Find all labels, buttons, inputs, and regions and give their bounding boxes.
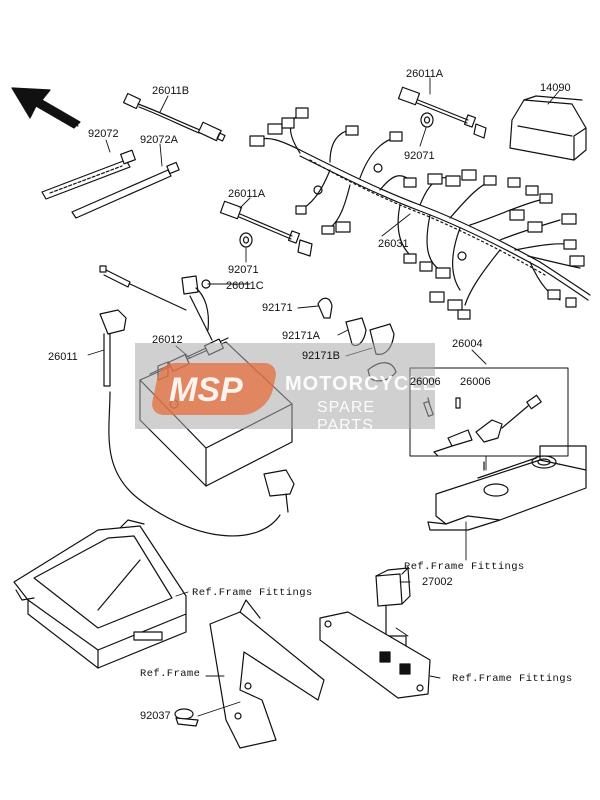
part-label-26011B: 26011B <box>152 85 190 97</box>
ref-label-frame: Ref.Frame <box>140 668 201 680</box>
part-label-26011C: 26011C <box>226 280 264 292</box>
part-label-92071-mid: 92071 <box>228 264 259 276</box>
clamp-92171 <box>317 297 333 319</box>
ref-label-frame-fittings-plate: Ref.Frame Fittings <box>452 673 573 685</box>
ref-label-frame-fittings-bracket: Ref.Frame Fittings <box>404 561 525 573</box>
part-label-26006-b: 26006 <box>460 376 491 388</box>
part-label-14090: 14090 <box>540 82 571 94</box>
part-label-26011: 26011 <box>48 351 78 363</box>
sub-harness-26011A-top <box>397 86 487 139</box>
watermark-banner: MSP MOTORCYCLE SPARE PARTS <box>135 343 437 434</box>
cover-14090 <box>509 95 587 161</box>
bracket-26004 <box>427 445 587 531</box>
leader-lines <box>87 77 561 717</box>
sub-harness-26011A-mid <box>219 200 313 257</box>
clamp-92171A <box>345 317 367 347</box>
relay-mounting-plate <box>319 611 431 699</box>
relay-27002 <box>375 567 411 649</box>
part-label-26011A-top: 26011A <box>406 68 444 80</box>
grommet-92071-mid <box>239 232 253 248</box>
part-label-26004: 26004 <box>452 338 483 350</box>
frame-section <box>209 599 325 749</box>
ref-label-frame-fittings-tray: Ref.Frame Fittings <box>192 587 313 599</box>
sub-harness-26011C <box>181 275 213 341</box>
part-label-26006-a: 26006 <box>410 376 441 388</box>
part-label-92171: 92171 <box>262 302 293 314</box>
battery-tray <box>13 519 187 669</box>
battery-terminal-lead <box>99 265 187 311</box>
part-label-92071-top: 92071 <box>404 150 435 162</box>
part-label-92072: 92072 <box>88 128 119 140</box>
part-label-26011A-mid: 26011A <box>228 188 266 200</box>
part-label-92037: 92037 <box>140 710 171 722</box>
part-label-26031: 26031 <box>378 238 409 250</box>
sub-harness-26011B <box>122 92 226 142</box>
terminal-connector-lower <box>263 469 295 513</box>
cable-tie-92072A <box>71 161 180 219</box>
part-label-92072A: 92072A <box>140 134 178 146</box>
watermark-title: MOTORCYCLE <box>285 373 437 395</box>
part-label-27002: 27002 <box>422 576 453 588</box>
watermark-logo-text: MSP <box>169 371 243 409</box>
grommet-92071-top <box>420 112 434 128</box>
cable-tie-92072 <box>41 149 136 200</box>
clamp-92037 <box>174 708 199 727</box>
battery-lead-26011 <box>99 309 281 537</box>
part-label-92171B: 92171B <box>302 350 340 362</box>
part-label-26012: 26012 <box>152 334 183 346</box>
main-harness-26031 <box>249 107 591 320</box>
part-label-92171A: 92171A <box>282 330 320 342</box>
front-direction-arrow <box>11 87 81 129</box>
watermark-subtitle: SPARE PARTS <box>317 399 376 434</box>
